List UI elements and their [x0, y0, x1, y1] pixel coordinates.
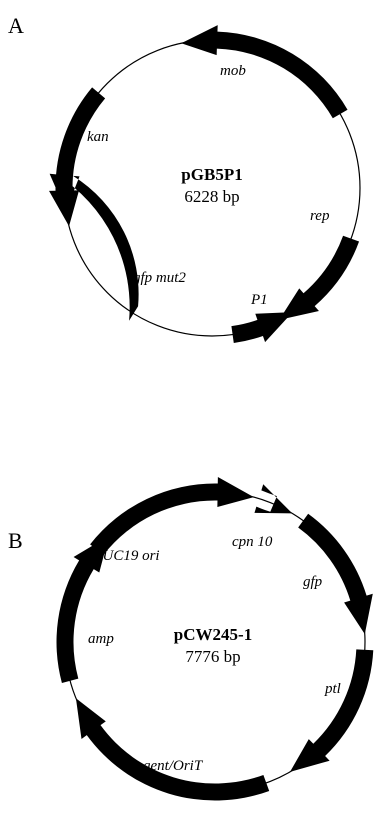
gene-label-gent-orit: gent/OriT	[143, 758, 204, 774]
gene-label-rep: rep	[310, 208, 330, 224]
panel-b: B pCW245-1 7776 bp pUC19 ori cpn 10 gfp …	[8, 477, 374, 801]
gene-arrow-kan	[49, 87, 106, 227]
gene-arrow-gent-orit	[75, 698, 270, 801]
gene-label-kan: kan	[87, 129, 109, 145]
gene-label-ptl: ptl	[324, 681, 341, 697]
gene-label-mob: mob	[220, 63, 246, 79]
gene-label-cpn10: cpn 10	[232, 534, 273, 550]
gene-arrow-gfp	[298, 513, 373, 635]
plasmid-a-size: 6228 bp	[184, 187, 239, 206]
gene-arrow-ptl	[290, 649, 374, 772]
plasmid-b-size: 7776 bp	[185, 647, 240, 666]
gene-label-puc19-ori: pUC19 ori	[94, 548, 160, 564]
gene-arrow-puc19-ori	[90, 477, 254, 555]
gene-label-amp: amp	[88, 631, 114, 647]
gene-arrow-p1	[231, 312, 293, 343]
plasmid-b-genes	[56, 477, 374, 801]
panel-a: A pGB5P1 6228 bp mob rep P1 gfp mut2 kan	[8, 13, 361, 343]
gene-label-gfp-mut2: gfp mut2	[133, 270, 186, 286]
gene-arrow-rep	[279, 235, 360, 320]
gene-arrow-cpn-10	[254, 484, 293, 514]
gene-arrow-amp	[56, 535, 109, 684]
gene-arrow-mob	[181, 25, 348, 119]
panel-a-letter: A	[8, 13, 24, 38]
plasmid-a-name: pGB5P1	[181, 165, 242, 184]
gene-label-p1: P1	[250, 292, 268, 308]
plasmid-b-name: pCW245-1	[174, 625, 252, 644]
gene-label-gfp: gfp	[303, 574, 323, 590]
panel-b-letter: B	[8, 528, 23, 553]
plasmid-a-genes	[49, 25, 360, 343]
